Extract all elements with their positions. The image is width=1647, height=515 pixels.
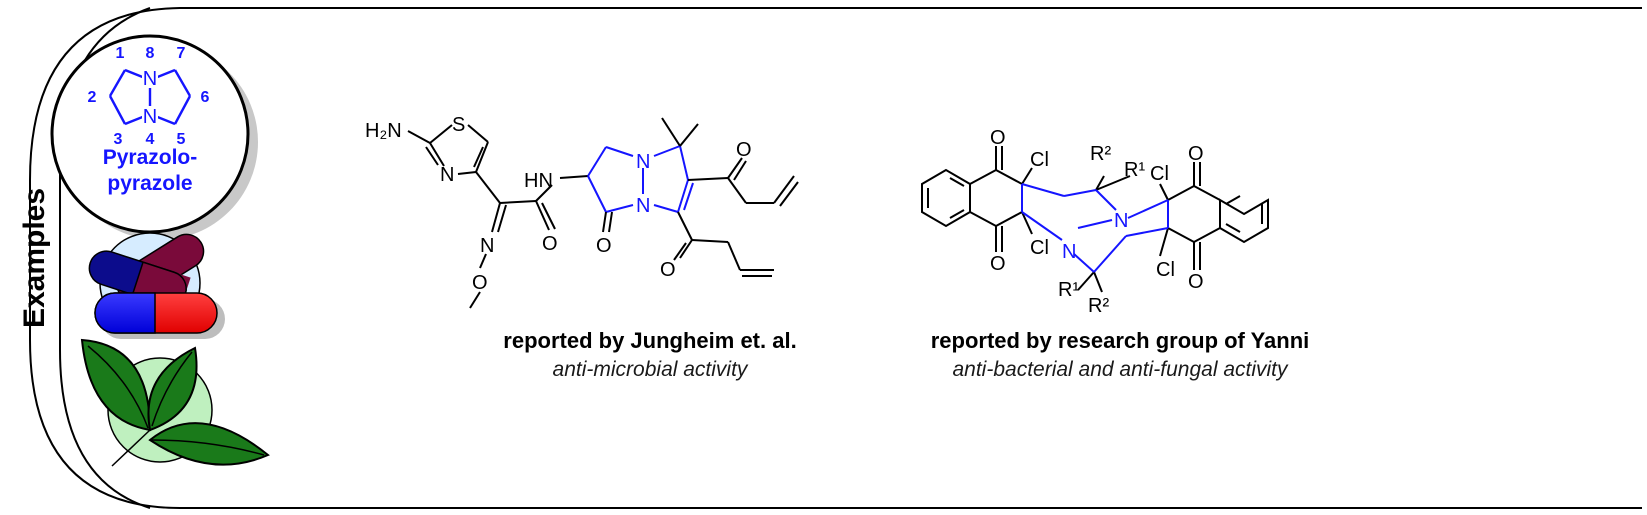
- capsule-icon: [88, 232, 225, 339]
- core-scaffold-badge: N N 1 2 3 4 5 6 7 8 Pyrazolo- pyrazole: [50, 34, 258, 240]
- core-locant-6: 6: [201, 89, 210, 106]
- atom-o2: O: [990, 253, 1006, 275]
- left-molecule-bonds: [407, 124, 589, 309]
- atom-hn: HN: [524, 170, 553, 192]
- left-caption: reported by Jungheim et. al.: [503, 328, 797, 353]
- side-label: Examples: [18, 188, 51, 328]
- atom-o3: O: [1188, 143, 1204, 165]
- atom-cl4: Cl: [1156, 259, 1175, 281]
- right-molecule-core-bonds: [1021, 183, 1169, 273]
- left-activity: anti-microbial activity: [552, 358, 748, 381]
- left-caption-block: reported by Jungheim et. al. anti-microb…: [440, 328, 860, 382]
- atom-r2-top: R²: [1090, 143, 1111, 165]
- atom-s: S: [452, 114, 465, 136]
- atom-o-ketone-bottom: O: [660, 259, 676, 281]
- core-locant-2: 2: [88, 89, 97, 106]
- atom-o4: O: [1188, 271, 1204, 293]
- right-activity: anti-bacterial and anti-fungal activity: [952, 358, 1288, 381]
- right-molecule: O O O O Cl Cl Cl Cl R² R¹ R¹ R² N N: [921, 127, 1269, 317]
- core-bicyclic-structure: [108, 68, 192, 126]
- atom-n2: N: [1062, 241, 1076, 263]
- core-locant-8: 8: [146, 45, 155, 62]
- atom-cl1: Cl: [1030, 149, 1049, 171]
- left-molecule-bicycle-bonds: [587, 145, 694, 213]
- core-locant-4: 4: [146, 131, 155, 148]
- core-locant-3: 3: [114, 131, 123, 148]
- core-locant-1: 1: [116, 45, 125, 62]
- core-locant-7: 7: [177, 45, 186, 62]
- atom-o-oxime: O: [472, 272, 488, 294]
- core-locant-5: 5: [177, 131, 186, 148]
- left-molecule: H₂N S N HN N O O O O O N N: [365, 114, 799, 309]
- atom-o-amide: O: [542, 233, 558, 255]
- atom-n1: N: [1114, 210, 1128, 232]
- leaf-icon: [80, 338, 270, 467]
- atom-amine: H₂N: [365, 120, 402, 142]
- atom-o-lactam: O: [596, 235, 612, 257]
- atom-cl3: Cl: [1150, 163, 1169, 185]
- atom-r2-bottom: R²: [1088, 295, 1109, 317]
- sidebar-tab: [59, 7, 151, 509]
- core-atom-n4: N: [143, 106, 157, 128]
- right-molecule-bonds: [921, 146, 1269, 293]
- right-caption: reported by research group of Yanni: [930, 328, 1310, 353]
- atom-r1-bottom: R¹: [1058, 279, 1079, 301]
- core-name-line2: pyrazole: [107, 172, 192, 195]
- atom-o1: O: [990, 127, 1006, 149]
- atom-n-oxime: N: [480, 235, 494, 257]
- atom-cl2: Cl: [1030, 237, 1049, 259]
- atom-n-thiazole: N: [440, 164, 454, 186]
- atom-n-bottom: N: [636, 195, 650, 217]
- core-atom-n8: N: [143, 68, 157, 90]
- atom-o-ketone-top: O: [736, 139, 752, 161]
- core-name-line1: Pyrazolo-: [103, 146, 198, 169]
- outer-frame: [29, 7, 1642, 509]
- atom-n-top: N: [636, 151, 650, 173]
- atom-r1-top: R¹: [1124, 159, 1145, 181]
- right-caption-block: reported by research group of Yanni anti…: [880, 328, 1360, 382]
